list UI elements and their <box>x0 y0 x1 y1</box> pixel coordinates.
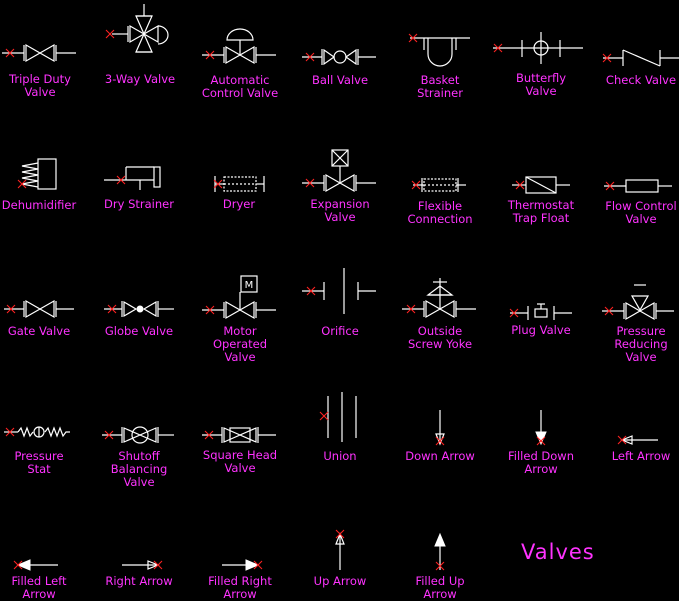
label-dryer: Dryer <box>222 197 256 211</box>
label-down-arrow: Down Arrow <box>405 449 475 463</box>
plug-valve-symbol <box>509 303 572 320</box>
pressure-stat-symbol <box>4 426 70 438</box>
up-arrow-symbol <box>335 529 345 570</box>
outside-screw-yoke-symbol <box>402 278 476 319</box>
label-plug-valve: Plug Valve <box>511 323 571 337</box>
sheet-title: Valves <box>521 540 595 564</box>
butterfly-valve-symbol <box>493 32 583 64</box>
label-square-head-valve: Square Head Valve <box>202 448 278 475</box>
label-automatic-control-valve: Automatic Control Valve <box>201 73 279 100</box>
triple-duty-valve-symbol <box>2 43 76 63</box>
filled-up-arrow-symbol <box>434 532 446 571</box>
thermostat-trap-float-symbol <box>512 176 570 194</box>
motor-mark: M <box>245 280 254 291</box>
label-basket-strainer: Basket Strainer <box>417 73 463 100</box>
label-globe-valve: Globe Valve <box>104 324 174 338</box>
label-union: Union <box>323 449 357 463</box>
dehumidifier-symbol <box>17 158 57 190</box>
right-arrow-symbol <box>122 560 163 570</box>
automatic-control-valve-symbol <box>202 28 276 65</box>
label-triple-duty-valve: Triple Duty Valve <box>9 72 71 99</box>
label-filled-down-arrow: Filled Down Arrow <box>508 449 574 476</box>
flexible-connection-symbol <box>411 178 466 192</box>
square-head-valve-symbol <box>202 427 276 443</box>
filled-down-arrow-symbol <box>535 410 547 446</box>
label-right-arrow: Right Arrow <box>105 574 173 588</box>
label-shutoff-balancing-valve: Shutoff Balancing Valve <box>110 449 168 489</box>
basket-strainer-symbol <box>408 33 470 67</box>
check-valve-symbol <box>602 49 679 67</box>
label-filled-right-arrow: Filled Right Arrow <box>208 574 272 601</box>
gate-valve-symbol <box>4 299 74 319</box>
label-filled-up-arrow: Filled Up Arrow <box>415 574 465 601</box>
label-flow-control-valve: Flow Control Valve <box>605 199 677 226</box>
label-flexible-connection: Flexible Connection <box>407 199 473 226</box>
label-gate-valve: Gate Valve <box>7 324 71 338</box>
label-up-arrow: Up Arrow <box>313 574 367 588</box>
label-check-valve: Check Valve <box>605 73 677 87</box>
label-left-arrow: Left Arrow <box>611 449 671 463</box>
label-pressure-stat: Pressure Stat <box>14 449 64 476</box>
dry-strainer-symbol <box>104 166 161 190</box>
label-outside-screw-yoke: Outside Screw Yoke <box>407 324 473 351</box>
label-3-way-valve: 3-Way Valve <box>104 72 176 86</box>
label-ball-valve: Ball Valve <box>311 73 369 87</box>
ball-valve-symbol <box>302 48 376 66</box>
down-arrow-symbol <box>435 410 445 446</box>
motor-operated-valve-symbol: M <box>202 275 276 320</box>
label-pressure-reducing-valve: Pressure Reducing Valve <box>614 324 668 364</box>
filled-right-arrow-symbol <box>222 559 263 571</box>
3-way-valve-symbol <box>105 4 169 53</box>
expansion-valve-symbol <box>302 149 376 193</box>
pressure-reducing-valve-symbol <box>602 284 674 321</box>
globe-valve-symbol <box>104 300 174 318</box>
label-thermostat-trap-float: Thermostat Trap Float <box>507 198 575 225</box>
left-arrow-symbol <box>617 435 658 445</box>
label-butterfly-valve: Butterfly Valve <box>515 71 567 98</box>
label-dry-strainer: Dry Strainer <box>104 197 174 211</box>
union-symbol <box>319 392 357 442</box>
orifice-symbol <box>302 268 376 314</box>
label-filled-left-arrow: Filled Left Arrow <box>11 574 67 601</box>
flow-control-valve-symbol <box>604 179 672 193</box>
shutoff-balancing-valve-symbol <box>102 426 174 444</box>
label-motor-operated-valve: Motor Operated Valve <box>212 324 268 364</box>
dryer-symbol <box>213 176 265 192</box>
filled-left-arrow-symbol <box>13 559 58 571</box>
label-orifice: Orifice <box>321 324 359 338</box>
label-expansion-valve: Expansion Valve <box>310 197 370 224</box>
label-dehumidifier: Dehumidifier <box>1 198 77 212</box>
